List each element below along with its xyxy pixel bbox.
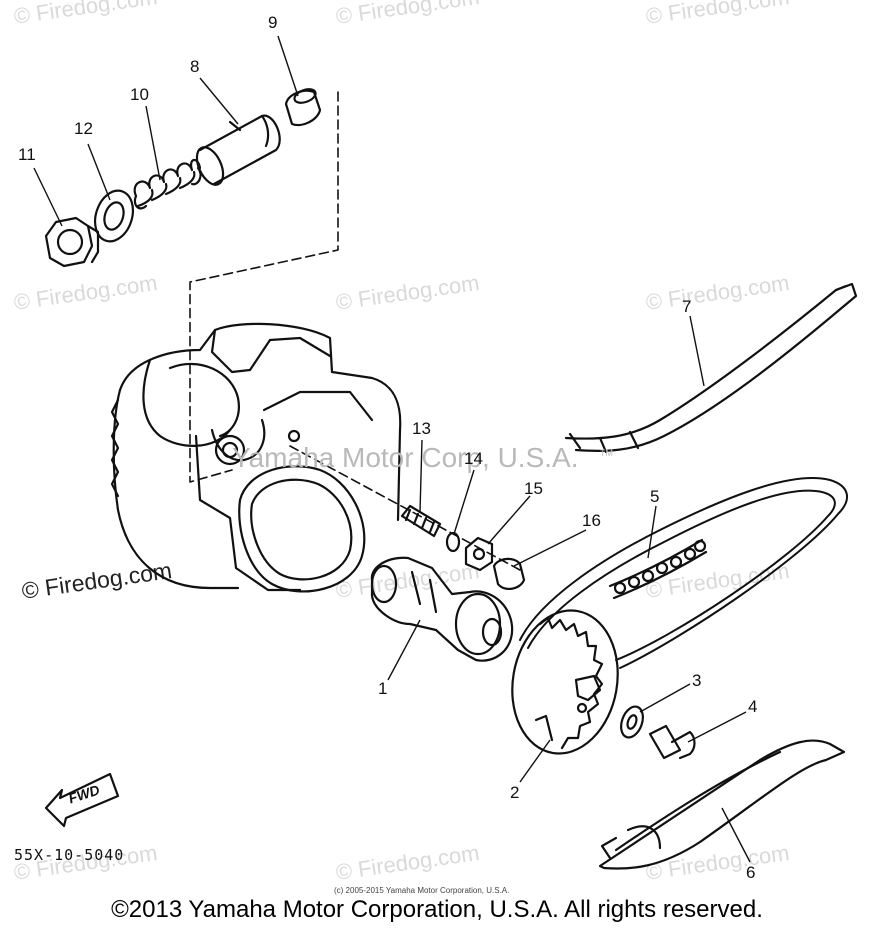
part-label-2: 2 [510,783,520,802]
part-15-plug [464,536,494,572]
engine-case [110,322,402,593]
part-label-6: 6 [746,863,756,882]
small-copyright: (c) 2005-2015 Yamaha Motor Corporation, … [334,886,510,895]
part-7-chain-guide [564,282,858,454]
trademark-mark: TM [600,448,613,458]
part-2-cam-sprocket [511,609,619,755]
part-label-3: 3 [692,671,702,690]
part-9-cap [284,88,322,127]
part-label-10: 10 [130,85,149,104]
part-label-12: 12 [74,119,93,138]
part-10-spring [133,158,202,210]
part-6-chain-guide [598,739,846,870]
part-11-flange-nut [44,216,100,268]
part-label-1: 1 [378,679,388,698]
diagram-code: 55X-10-5040 [14,846,125,864]
part-label-4: 4 [748,697,758,716]
part-5-chain [608,538,708,600]
part-label-8: 8 [190,57,200,76]
part-label-14: 14 [464,449,483,468]
part-4-bolt [648,724,696,760]
copyright-footer: ©2013 Yamaha Motor Corporation, U.S.A. A… [111,896,763,923]
part-label-7: 7 [682,297,692,316]
part-label-11: 11 [18,145,36,164]
watermark-yamaha: Yamaha Motor Corp, U.S.A. [232,442,579,473]
part-label-16: 16 [582,511,601,530]
part-label-15: 15 [524,479,543,498]
part-label-13: 13 [412,419,431,438]
leader-lines [33,35,751,863]
part-14-o-ring [445,531,461,553]
part-13-pin [400,504,442,538]
part-12-washer [93,189,135,243]
part-label-9: 9 [268,13,278,32]
part-16-cap [492,557,526,590]
part-3-washer [620,705,644,739]
part-1-camshaft [370,556,514,662]
part-label-5: 5 [650,487,660,506]
part-8-tensioner-cylinder [195,114,281,186]
fwd-arrow-icon [44,772,120,828]
timing-chain-loop [519,477,848,669]
